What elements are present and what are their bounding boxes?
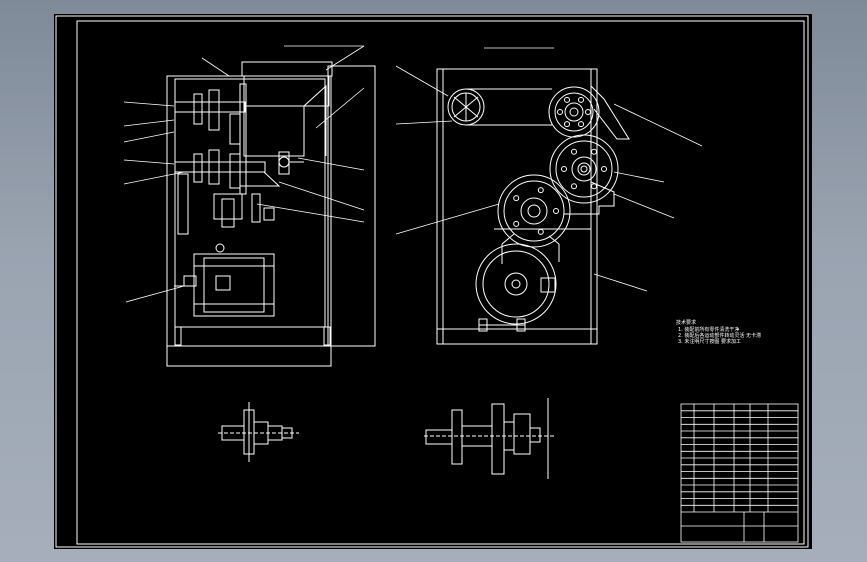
engineering-drawing [55,15,809,548]
bolt-hole [537,228,544,235]
side-section-view [166,61,376,367]
bolt-hole [513,195,520,202]
leader-lines-left [123,45,365,303]
bolt-hole [591,148,597,155]
shaft-detail-right [424,398,554,479]
technical-note-1: 1. 装配前所有零件清洗干净 [678,327,740,333]
bolt-hole [571,183,577,190]
technical-note-2: 2. 装配后各运动部件转动灵活 无卡滞 [678,333,761,339]
bolt-hole [553,208,559,214]
technical-note-3: 3. 未注明尺寸按图 要求加工 [678,339,741,345]
bolt-hole [513,220,520,227]
shaft-detail-left [218,402,299,462]
bolt-hole [601,166,607,172]
bolt-hole [578,96,584,103]
bolt-hole [585,109,591,115]
title-block [680,403,799,543]
technical-notes-heading: 技术要求 [676,320,697,326]
bolt-hole [561,166,567,172]
inner-border [76,20,805,545]
bolt-hole [578,121,584,128]
leader-lines-right [395,47,703,292]
bolt-hole [537,187,544,194]
bolt-hole [564,121,570,128]
outer-border [55,15,809,548]
front-view [436,68,630,345]
bolt-hole [571,148,577,155]
cad-viewport[interactable]: 技术要求 1. 装配前所有零件清洗干净 2. 装配后各运动部件转动灵活 无卡滞 … [54,14,812,549]
bolt-hole [564,96,570,103]
bolt-hole [557,109,563,115]
bolt-holes [513,96,607,235]
